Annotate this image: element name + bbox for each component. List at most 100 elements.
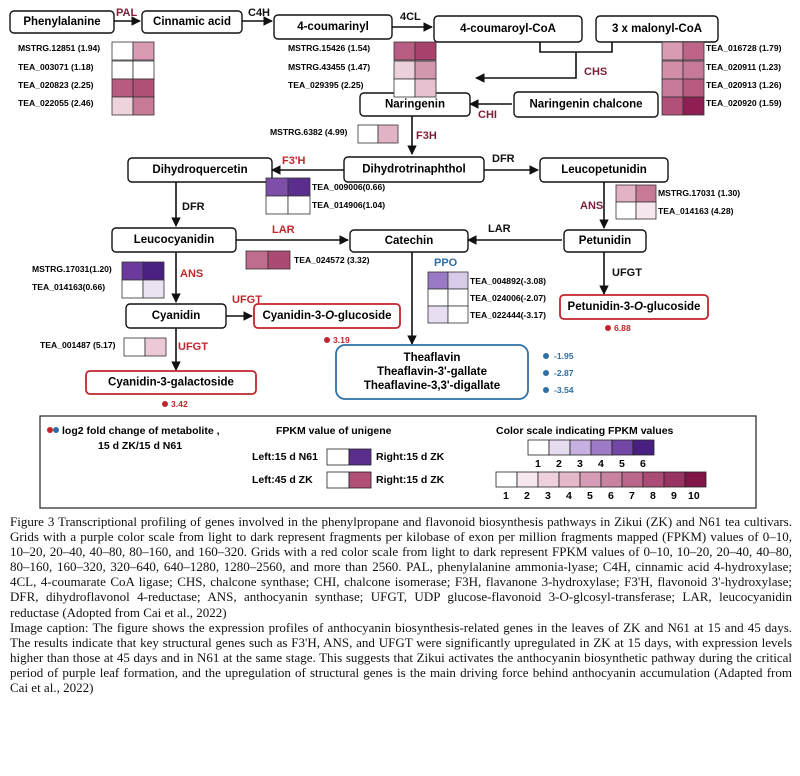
legend-left-1: Left:15 d N61	[252, 451, 318, 463]
node-cyanidin: Cyanidin	[125, 303, 227, 329]
enzyme-dfr-left: DFR	[182, 201, 205, 213]
grid-cell	[447, 271, 469, 290]
fold-change-dot	[162, 401, 168, 407]
gene-label: TEA_020823 (2.25)	[18, 80, 94, 90]
grid-cell	[111, 96, 134, 116]
legend-fpkm-title: FPKM value of unigene	[276, 425, 392, 437]
figure-caption: Figure 3 Transcriptional profiling of ge…	[10, 514, 792, 695]
fold-change-dot	[543, 387, 549, 393]
svg-text:Phenylalanine: Phenylalanine	[23, 16, 100, 28]
enzyme-c4h: C4H	[248, 7, 270, 19]
fold-change-dot	[605, 325, 611, 331]
thea2-fold-change: -2.87	[554, 368, 574, 378]
svg-text:7: 7	[629, 490, 635, 502]
enzyme-pal: PAL	[116, 7, 137, 19]
svg-text:3: 3	[545, 490, 551, 502]
enzyme-ufgt-mid: UFGT	[232, 294, 262, 306]
legend-metab-title: log2 fold change of metabolite ,	[62, 425, 220, 437]
legend-purple-right	[348, 448, 372, 466]
legend-red-right	[348, 471, 372, 489]
node-naringenin-chalcone: Naringenin chalcone	[513, 91, 659, 118]
node-petunidin-3-o-glucoside: Petunidin-3-O-glucoside	[559, 294, 709, 320]
svg-text:Leucocyanidin: Leucocyanidin	[134, 234, 215, 246]
grid-cell	[615, 184, 637, 203]
grid-cell	[265, 177, 289, 197]
svg-text:3 x malonyl-CoA: 3 x malonyl-CoA	[612, 23, 702, 35]
grid-cell	[377, 124, 399, 144]
node-malonyl-coa: 3 x malonyl-CoA	[595, 15, 719, 43]
legend-red-scale: 1 2 3 4 5 6 7 8 9 10	[495, 471, 707, 502]
grid-cell	[447, 305, 469, 324]
pathway-arrows	[114, 16, 613, 371]
svg-text:9: 9	[671, 490, 677, 502]
grid-cell	[144, 337, 167, 357]
gene-label: TEA_001487 (5.17)	[40, 340, 116, 350]
svg-text:8: 8	[650, 490, 656, 502]
svg-text:Catechin: Catechin	[385, 235, 434, 247]
svg-text:4-coumarinyl: 4-coumarinyl	[297, 21, 369, 33]
gene-label: TEA_022444(-3.17)	[470, 310, 546, 320]
node-phenylalanine: Phenylalanine	[9, 10, 115, 34]
grid-cell	[111, 60, 134, 80]
petglc-fold-change: 6.88	[614, 323, 631, 333]
enzyme-4cl: 4CL	[400, 11, 421, 23]
node-petunidin: Petunidin	[563, 229, 647, 253]
node-leucocyanidin: Leucocyanidin	[111, 227, 237, 253]
grid-cell	[393, 60, 416, 80]
gene-label: MSTRG.6382 (4.99)	[270, 127, 348, 137]
node-4-coumarinyl: 4-coumarinyl	[273, 14, 393, 40]
enzyme-lar-right: LAR	[488, 223, 511, 235]
gene-label: TEA_020920 (1.59)	[706, 98, 782, 108]
fold-change-dot	[543, 370, 549, 376]
grid-cell	[661, 96, 684, 116]
grid-cell	[661, 41, 684, 61]
svg-text:Petunidin-3-O-glucoside: Petunidin-3-O-glucoside	[568, 301, 701, 313]
fold-change-dot	[543, 353, 549, 359]
svg-text:Cinnamic acid: Cinnamic acid	[153, 16, 231, 28]
grid-cell	[427, 288, 449, 307]
gene-label: MSTRG.12851 (1.94)	[18, 43, 100, 53]
gene-label: TEA_014163(0.66)	[32, 282, 105, 292]
grid-cell	[635, 184, 657, 203]
svg-text:Theaflavine-3,3'-digallate: Theaflavine-3,3'-digallate	[364, 380, 500, 392]
grid-cell	[447, 288, 469, 307]
legend-box	[39, 415, 757, 509]
legend-red-left	[326, 471, 350, 489]
enzyme-chs: CHS	[584, 66, 607, 78]
gene-label: TEA_016728 (1.79)	[706, 43, 782, 53]
grid-cell	[121, 279, 144, 299]
svg-text:3: 3	[577, 458, 583, 470]
legend-purple-left	[326, 448, 350, 466]
svg-text:Cyanidin-3-O-glucoside: Cyanidin-3-O-glucoside	[262, 310, 391, 322]
enzyme-ans-left: ANS	[180, 268, 203, 280]
arrow-chs-chal	[475, 58, 577, 83]
grid-cell	[427, 271, 449, 290]
node-cyanidin-3-o-glucoside: Cyanidin-3-O-glucoside	[253, 303, 401, 329]
legend-purple-scale: 1 2 3 4 5 6	[527, 439, 655, 470]
grid-cell	[111, 41, 134, 61]
enzyme-ufgt-left: UFGT	[178, 341, 208, 353]
grid-cell	[414, 60, 437, 80]
node-cyanidin-3-galactoside: Cyanidin-3-galactoside	[85, 370, 257, 395]
svg-text:5: 5	[619, 458, 625, 470]
gene-label: MSTRG.15426 (1.54)	[288, 43, 370, 53]
svg-text:Naringenin: Naringenin	[385, 99, 445, 111]
gene-label: TEA_020911 (1.23)	[706, 62, 781, 72]
gene-label: TEA_009006(0.66)	[312, 182, 385, 192]
enzyme-ans-right: ANS	[580, 200, 603, 212]
gene-label: MSTRG.17031(1.20)	[32, 264, 112, 274]
svg-text:4: 4	[566, 490, 572, 502]
svg-text:Petunidin: Petunidin	[579, 235, 631, 247]
grid-cell	[267, 250, 291, 270]
legend-scale-title: Color scale indicating FPKM values	[496, 425, 674, 437]
enzyme-chi: CHI	[478, 109, 497, 121]
svg-text:Cyanidin: Cyanidin	[152, 310, 201, 322]
svg-text:1: 1	[535, 458, 541, 470]
gene-label: TEA_014906(1.04)	[312, 200, 385, 210]
grid-cell	[287, 177, 311, 197]
node-theaflavins: Theaflavin Theaflavin-3'-gallate Theafla…	[335, 344, 529, 400]
grid-cell	[121, 261, 144, 281]
pathway-diagram: Phenylalanine Cinnamic acid 4-coumarinyl…	[9, 7, 782, 509]
svg-text:Leucopetunidin: Leucopetunidin	[561, 164, 647, 176]
svg-text:5: 5	[587, 490, 593, 502]
